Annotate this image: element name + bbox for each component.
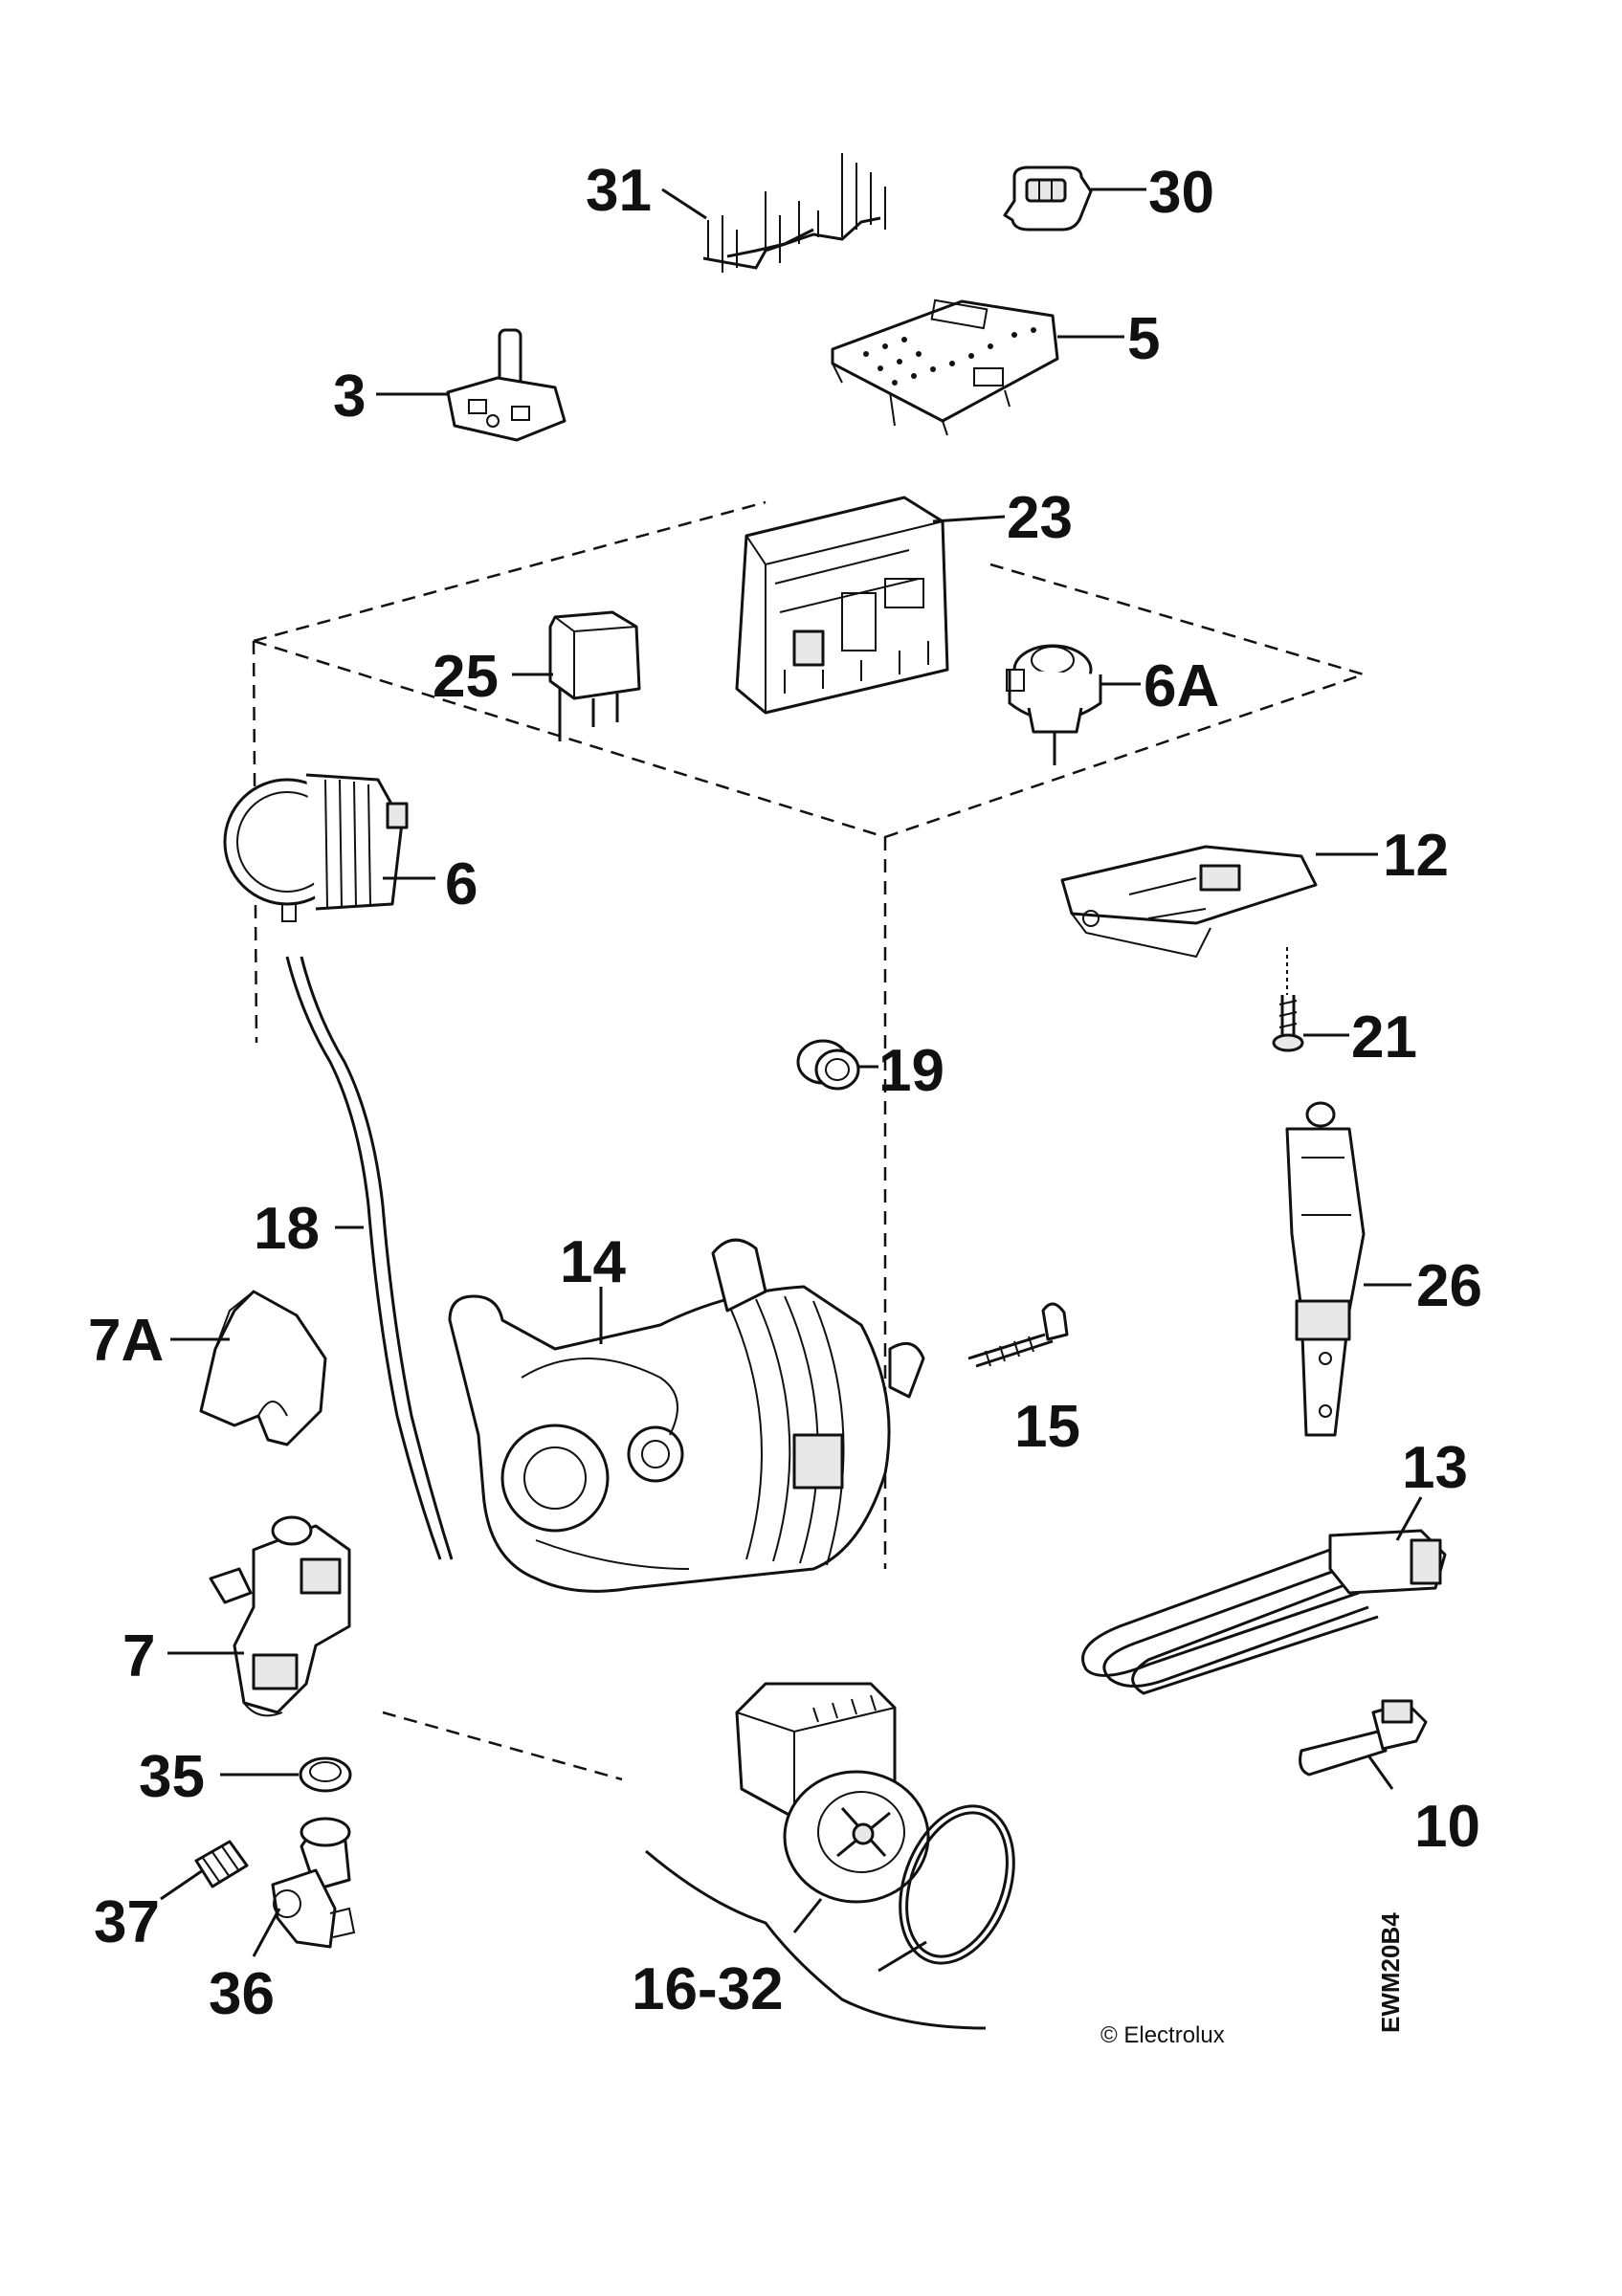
callout-15: 15 — [1014, 1394, 1080, 1460]
callout-26: 26 — [1416, 1253, 1482, 1319]
part-6A-pressure-switch — [1006, 644, 1102, 765]
part-25-relay — [548, 610, 641, 741]
callout-7A: 7A — [88, 1308, 164, 1374]
part-7-inlet-valve — [209, 1515, 351, 1717]
callout-16-32: 16-32 — [632, 1956, 784, 2022]
callout-35: 35 — [139, 1744, 205, 1810]
callout-30: 30 — [1148, 160, 1214, 226]
copyright-text: © Electrolux — [1100, 2022, 1225, 2048]
callout-18: 18 — [254, 1196, 320, 1262]
part-5-electronic-board — [831, 298, 1059, 436]
part-7A-bracket — [199, 1290, 327, 1446]
callout-37: 37 — [94, 1889, 160, 1955]
callout-6: 6 — [445, 851, 478, 917]
callout-10: 10 — [1414, 1794, 1480, 1860]
callout-25: 25 — [433, 644, 499, 710]
part-10-temperature-sensor — [1299, 1699, 1428, 1777]
callout-19: 19 — [878, 1038, 944, 1104]
callout-14: 14 — [560, 1229, 626, 1295]
part-16-32-drain-pump — [645, 1682, 1015, 2030]
part-6-programme-timer — [223, 773, 409, 922]
part-37-filter — [194, 1840, 249, 1888]
part-26-sensor-bracket — [1285, 1101, 1366, 1437]
callout-5: 5 — [1127, 306, 1160, 372]
callout-23: 23 — [1007, 485, 1073, 551]
part-13-heating-element — [1081, 1529, 1447, 1695]
part-36-hose-connector — [271, 1817, 356, 1949]
callout-3: 3 — [333, 364, 366, 430]
callout-12: 12 — [1383, 823, 1449, 889]
part-15-bolt — [967, 1302, 1069, 1368]
leader-lines — [160, 188, 1423, 1973]
part-18-hose — [285, 956, 454, 1560]
part-19-grommet — [796, 1039, 860, 1091]
diagram-code: EWM20B4 — [1376, 1912, 1405, 2033]
part-31-wiring-harness — [702, 153, 886, 273]
callout-31: 31 — [586, 158, 652, 224]
callout-7: 7 — [122, 1623, 155, 1689]
callout-labels: 31 30 5 3 23 25 6A 6 12 21 19 18 14 26 7… — [88, 158, 1482, 2027]
part-14-motor — [448, 1238, 925, 1593]
callout-6A: 6A — [1144, 653, 1219, 719]
part-30-connector — [1003, 166, 1093, 232]
callout-21: 21 — [1351, 1004, 1417, 1071]
callout-36: 36 — [209, 1961, 275, 2027]
part-3-switch — [446, 328, 567, 442]
part-21-screw — [1272, 947, 1304, 1052]
part-23-control-module — [735, 496, 949, 715]
part-12-door-interlock — [1060, 845, 1318, 959]
part-35-seal-ring — [299, 1756, 352, 1793]
callout-13: 13 — [1402, 1435, 1468, 1501]
